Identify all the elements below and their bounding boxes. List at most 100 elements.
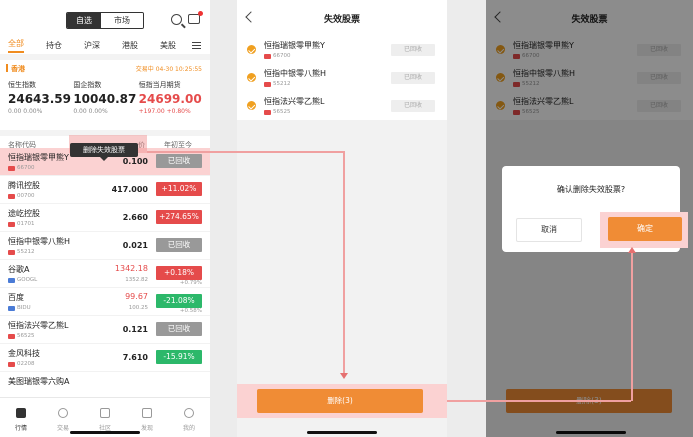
nav-discover[interactable]: 发现: [126, 398, 168, 437]
delete-button[interactable]: 删除(3): [257, 389, 423, 413]
stock-code: GOOGL: [8, 277, 37, 283]
stock-price: 7.610: [122, 353, 148, 362]
after-hours-change: +0.58%: [179, 308, 202, 314]
change-badge: +274.65%: [156, 210, 202, 224]
tab-all[interactable]: 全部: [8, 38, 24, 53]
column-price[interactable]: 价: [138, 141, 145, 149]
stock-prev-price: 1352.82: [125, 277, 148, 283]
change-badge: -15.91%: [156, 350, 202, 364]
delete-button-highlight: 删除(3): [237, 384, 447, 418]
index-card-hscei[interactable]: 国企指数 10040.87 0.00 0.00%: [73, 80, 138, 120]
nav-me[interactable]: 我的: [168, 398, 210, 437]
flow-connector: [447, 400, 631, 402]
stock-name: 恒指中银零八熊H: [513, 69, 576, 78]
stock-price: 0.100: [122, 157, 148, 166]
stock-price: 417.000: [111, 185, 148, 194]
stock-price: 0.021: [122, 241, 148, 250]
column-header: 名称代码 价 年初至今: [0, 130, 210, 149]
cancel-button[interactable]: 取消: [516, 218, 582, 242]
carousel-dots: [0, 120, 210, 135]
home-indicator: [556, 431, 626, 434]
stock-name: 恒指法兴零乙熊L: [513, 97, 574, 106]
index-card-futures[interactable]: 恒指当月期货 24699.00 +197.00 +0.80%: [139, 80, 204, 120]
watchlist-screen: 自选 市场 全部 持仓 沪深 港股 美股 香港 交易中 04-30 10:25:…: [0, 0, 210, 437]
table-row[interactable]: 恒指中银零八熊H 55212 0.021 已回收: [0, 232, 210, 260]
stock-code: 00700: [8, 193, 35, 199]
stock-price: 0.121: [122, 325, 148, 334]
stock-list: 恒指瑞银零甲熊Y 66700 0.100 已回收 腾讯控股 00700 417.…: [0, 148, 210, 400]
nav-quotes[interactable]: 行情: [0, 398, 42, 437]
stock-code: 01701: [8, 221, 35, 227]
list-item[interactable]: 恒指法兴零乙熊L 56525 已回收: [237, 92, 447, 120]
stock-price: 99.67: [125, 292, 148, 301]
flow-connector: [343, 151, 345, 374]
index-value: 10040.87: [73, 92, 137, 106]
table-row[interactable]: 美图瑞银零六购A: [0, 372, 210, 400]
nav-bar: 失效股票: [237, 0, 447, 36]
confirm-delete-screen: 失效股票 恒指瑞银零甲熊Y 66700 已回收 恒指中银零八熊H 55212 已…: [486, 0, 693, 437]
stock-name: 恒指瑞银零甲熊Y: [513, 41, 574, 50]
status-badge: 已回收: [637, 44, 681, 56]
stock-name: 恒指中银零八熊H: [264, 69, 327, 78]
nav-community[interactable]: 社区: [84, 398, 126, 437]
stock-code: 55212: [8, 249, 35, 255]
check-icon[interactable]: [247, 101, 256, 110]
table-row[interactable]: 腾讯控股 00700 417.000 +11.02%: [0, 176, 210, 204]
stock-code: 02208: [8, 361, 35, 367]
nav-label: 行情: [14, 425, 27, 432]
tab-holdings[interactable]: 持仓: [46, 40, 62, 50]
change-badge: -21.08%: [156, 294, 202, 308]
nav-trade[interactable]: 交易: [42, 398, 84, 437]
top-bar: 自选 市场: [0, 0, 210, 36]
stock-name: 谷歌A: [8, 265, 30, 274]
stock-code: 55212: [264, 81, 291, 87]
tab-hk[interactable]: 港股: [122, 40, 138, 50]
search-icon[interactable]: [171, 14, 182, 25]
table-row[interactable]: 百度 BIDU 99.67 100.25 -21.08% +0.58%: [0, 288, 210, 316]
index-card-hsi[interactable]: 恒生指数 24643.59 0.00 0.00%: [8, 80, 73, 120]
confirm-button[interactable]: 确定: [608, 217, 682, 241]
tab-us[interactable]: 美股: [160, 40, 176, 50]
check-icon: [496, 101, 505, 110]
nav-label: 我的: [182, 425, 195, 432]
stock-name: 百度: [8, 293, 24, 302]
chart-icon: [16, 408, 26, 418]
stock-name: 途屹控股: [8, 209, 40, 218]
message-icon[interactable]: [188, 11, 203, 24]
list-item: 恒指法兴零乙熊L 56525 已回收: [486, 92, 693, 120]
dialog-message: 确认删除失效股票?: [556, 185, 626, 194]
index-value: 24699.00: [138, 92, 202, 106]
market-tabs: 全部 持仓 沪深 港股 美股: [0, 36, 210, 54]
check-icon[interactable]: [247, 45, 256, 54]
check-icon[interactable]: [247, 73, 256, 82]
delete-invalid-tooltip[interactable]: 删除失效股票: [70, 143, 138, 161]
column-ytd[interactable]: 年初至今: [164, 141, 192, 149]
table-row[interactable]: 恒指法兴零乙熊L 56525 0.121 已回收: [0, 316, 210, 344]
confirm-dialog: 确认删除失效股票? 取消 确定: [502, 166, 688, 252]
segment-watchlist[interactable]: 自选: [67, 13, 101, 28]
stock-code: 56525: [513, 109, 540, 115]
market-name: 香港: [11, 65, 25, 73]
change-badge: +11.02%: [156, 182, 202, 196]
segment-market[interactable]: 市场: [101, 13, 143, 28]
column-name[interactable]: 名称代码: [8, 141, 36, 149]
status-badge: 已回收: [391, 100, 435, 112]
stock-name: 恒指中银零八熊H: [8, 237, 71, 246]
tab-shanghai-shenzhen[interactable]: 沪深: [84, 40, 100, 50]
flow-arrow: [628, 247, 636, 253]
list-item[interactable]: 恒指瑞银零甲熊Y 66700 已回收: [237, 36, 447, 64]
index-cards: 恒生指数 24643.59 0.00 0.00% 国企指数 10040.87 0…: [0, 76, 210, 120]
market-accent-bar: [6, 64, 8, 72]
stock-name: 恒指法兴零乙熊L: [264, 97, 325, 106]
table-row[interactable]: 谷歌A GOOGL 1342.18 1352.82 +0.18% +0.79%: [0, 260, 210, 288]
stock-name: 金风科技: [8, 349, 40, 358]
index-change: 0.00 0.00%: [8, 108, 43, 115]
stock-price: 1342.18: [114, 264, 148, 273]
flow-connector: [147, 151, 344, 153]
table-row[interactable]: 金风科技 02208 7.610 -15.91%: [0, 344, 210, 372]
menu-icon[interactable]: [192, 42, 201, 49]
list-item[interactable]: 恒指中银零八熊H 55212 已回收: [237, 64, 447, 92]
table-row[interactable]: 途屹控股 01701 2.660 +274.65%: [0, 204, 210, 232]
stock-code: 56525: [8, 333, 35, 339]
